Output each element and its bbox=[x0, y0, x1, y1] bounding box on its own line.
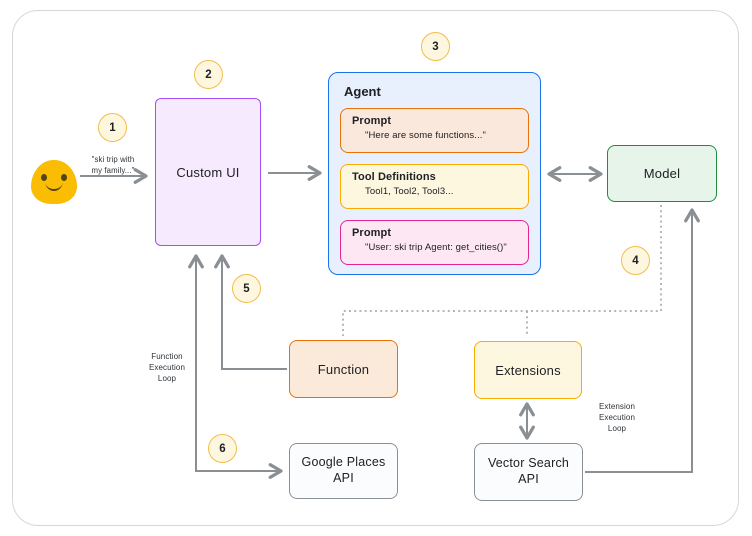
arrow-custom-ui-google-places-loop bbox=[188, 254, 283, 479]
arrow-vector-search-to-model bbox=[585, 208, 700, 473]
google-places-api-box: Google Places API bbox=[289, 443, 398, 499]
model-label: Model bbox=[643, 166, 681, 181]
step-circle-4: 4 bbox=[621, 246, 650, 275]
extensions-box: Extensions bbox=[474, 341, 582, 399]
step-circle-1: 1 bbox=[98, 113, 127, 142]
step-circle-2: 2 bbox=[194, 60, 223, 89]
step-circle-3: 3 bbox=[421, 32, 450, 61]
step-circle-5: 5 bbox=[232, 274, 261, 303]
step-circle-6: 6 bbox=[208, 434, 237, 463]
google-places-api-label: Google Places API bbox=[301, 455, 386, 485]
function-execution-loop-label: Function Execution Loop bbox=[148, 352, 186, 383]
emoji-right-eye bbox=[61, 174, 67, 181]
model-box: Model bbox=[607, 145, 717, 202]
agent-box: Agent Prompt "Here are some functions...… bbox=[328, 72, 541, 275]
emoji-smile bbox=[45, 182, 63, 191]
agent-title: Agent bbox=[344, 84, 381, 99]
function-box: Function bbox=[289, 340, 398, 398]
custom-ui-box: Custom UI bbox=[155, 98, 261, 246]
vector-search-api-box: Vector Search API bbox=[474, 443, 583, 501]
vector-search-api-label: Vector Search API bbox=[487, 456, 570, 486]
dotted-model-to-function bbox=[342, 205, 662, 336]
agent-prompt-card-user: Prompt "User: ski trip Agent: get_cities… bbox=[340, 220, 529, 265]
custom-ui-label: Custom UI bbox=[176, 164, 240, 180]
function-label: Function bbox=[317, 361, 370, 377]
user-emoji-icon bbox=[31, 160, 77, 204]
arrow-function-to-custom-ui bbox=[214, 254, 287, 370]
user-query-text: "ski trip with my family..." bbox=[91, 155, 135, 175]
extension-execution-loop-label: Extension Execution Loop bbox=[598, 402, 636, 433]
agent-tool-definitions-card: Tool Definitions Tool1, Tool2, Tool3... bbox=[340, 164, 529, 209]
emoji-left-eye bbox=[41, 174, 47, 181]
extensions-label: Extensions bbox=[495, 362, 561, 378]
agent-prompt-card-functions: Prompt "Here are some functions..." bbox=[340, 108, 529, 153]
